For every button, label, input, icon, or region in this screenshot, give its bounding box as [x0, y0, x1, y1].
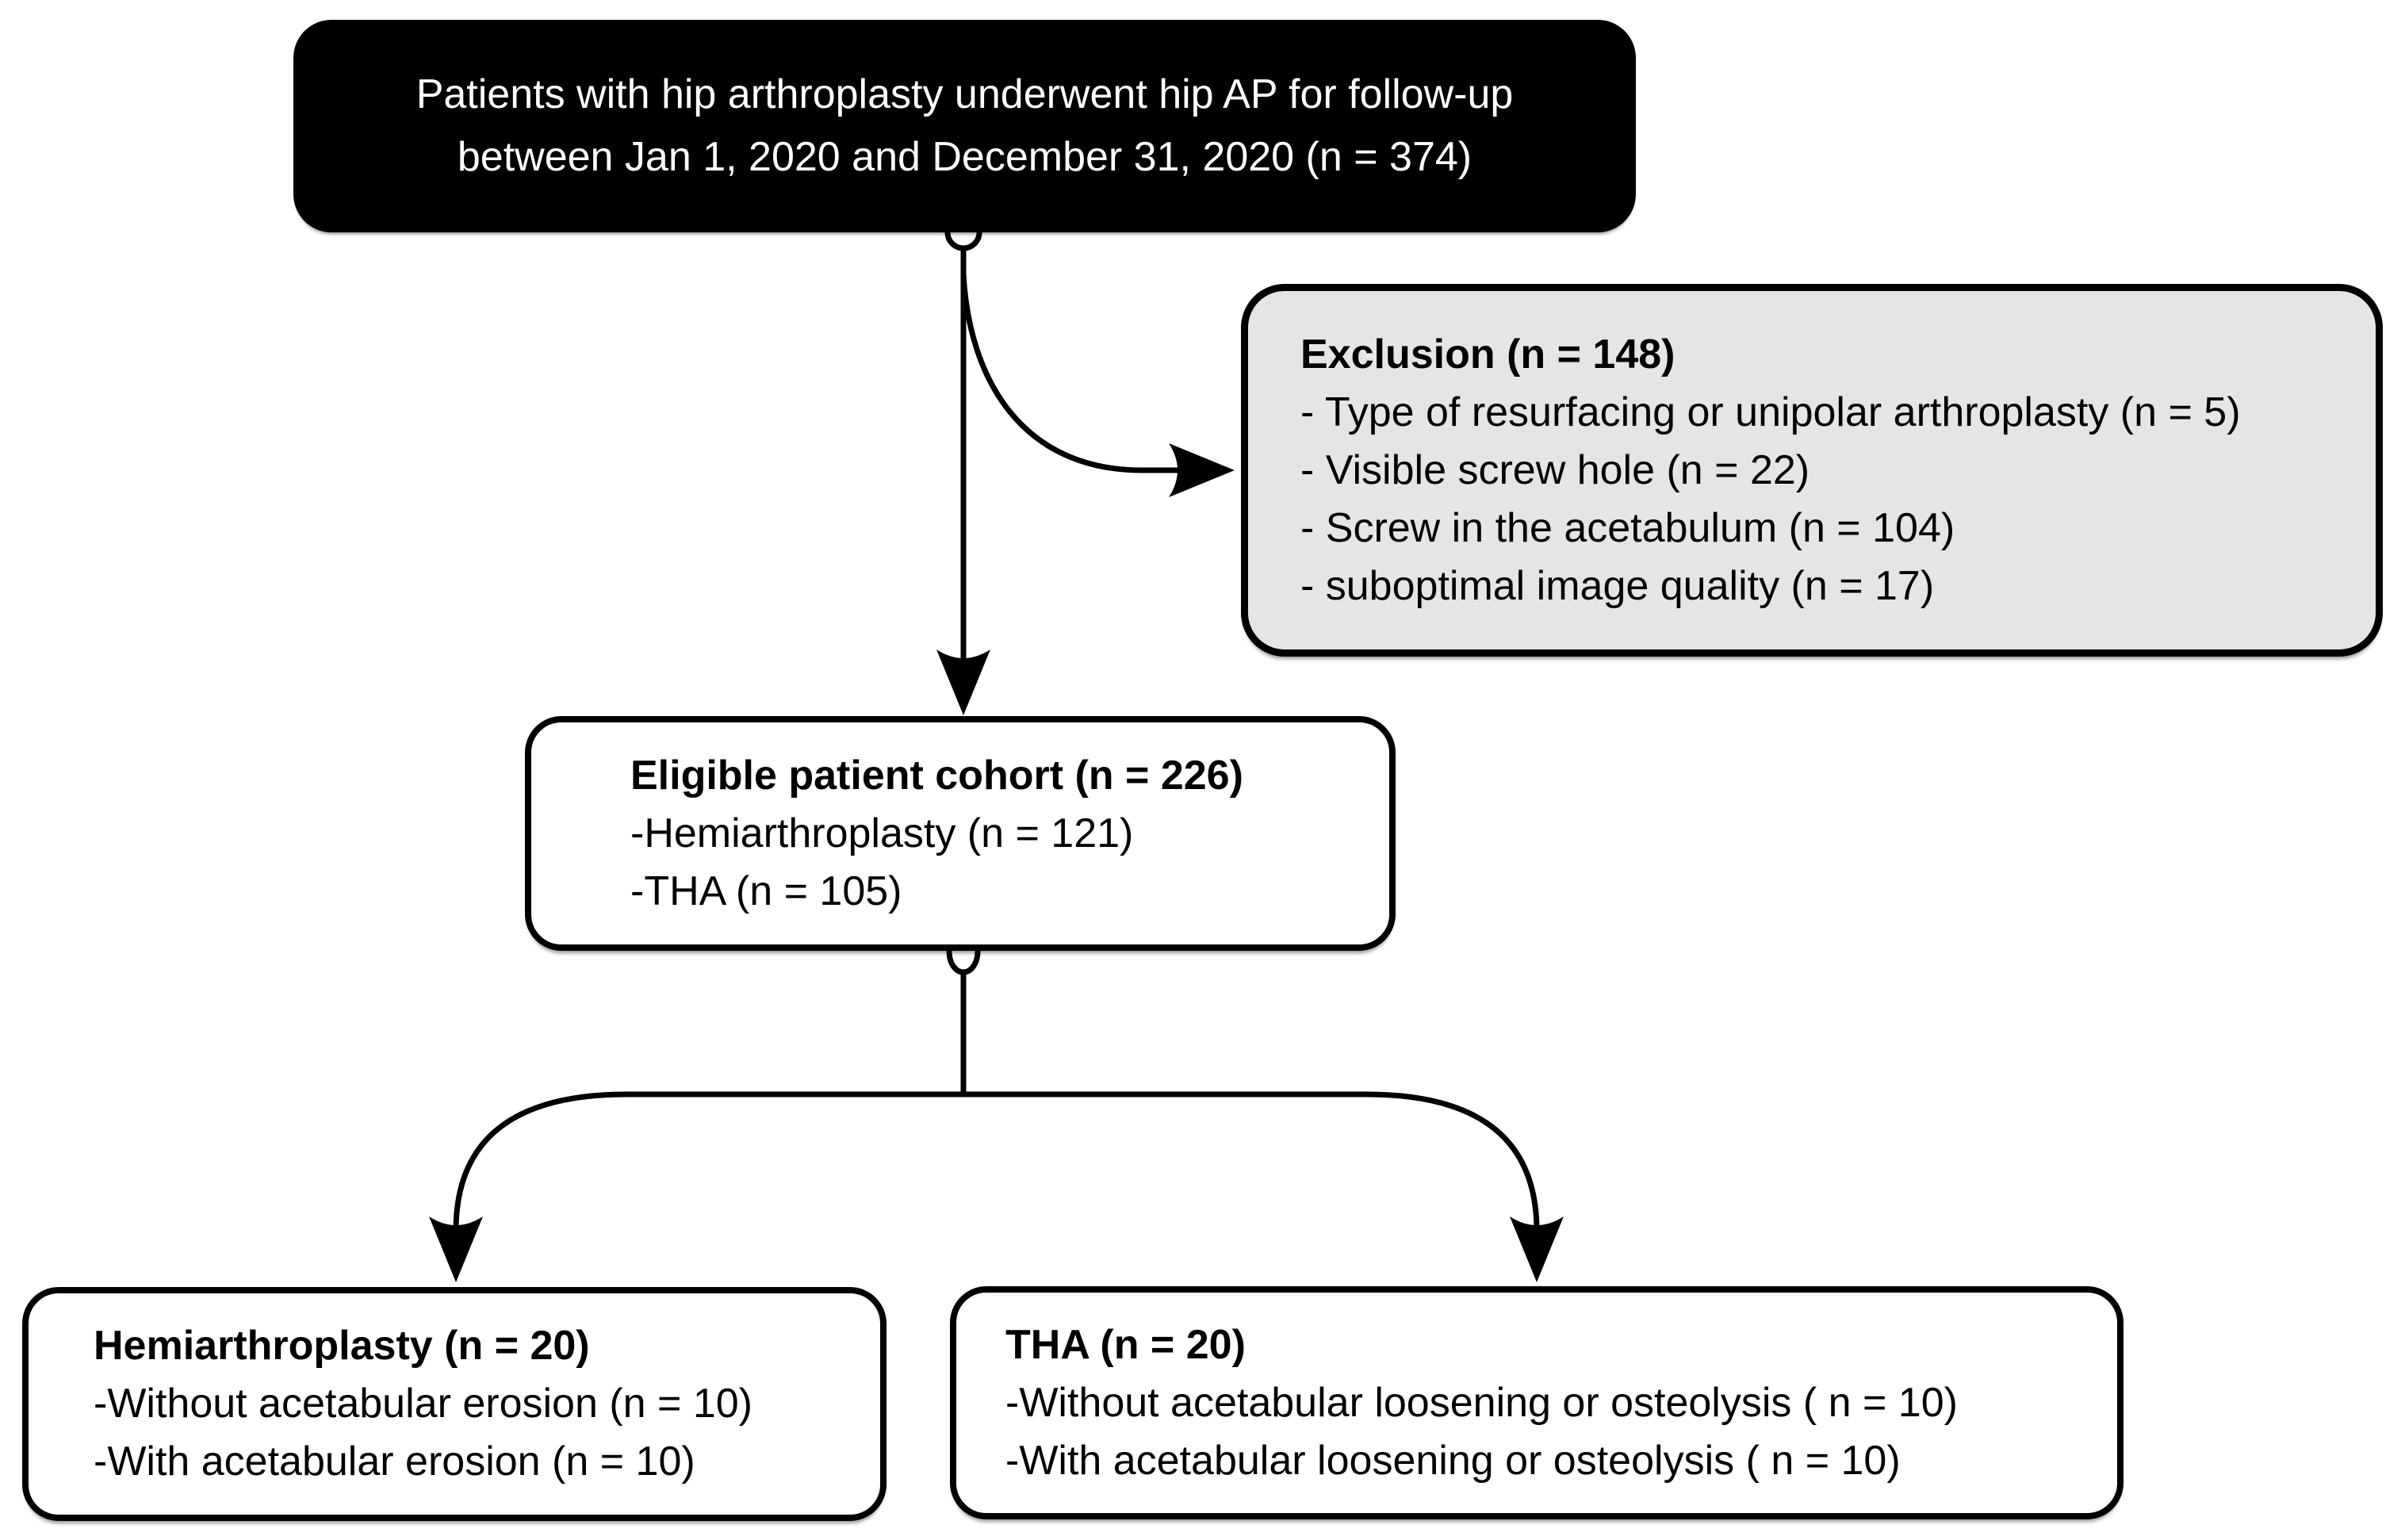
- recruitment-box: Patients with hip arthroplasty underwent…: [293, 20, 1636, 232]
- recruitment-text-line-2: between Jan 1, 2020 and December 31, 202…: [457, 134, 1472, 180]
- tha-group-box: THA (n = 20) -Without acetabular looseni…: [950, 1286, 2124, 1519]
- arrowhead-eligible: [936, 649, 990, 715]
- tha-title: THA (n = 20): [1005, 1321, 1246, 1368]
- branch-curve-hemiarthroplasty: [453, 1091, 963, 1232]
- eligible-item: -Hemiarthroplasty (n = 121): [630, 810, 1134, 856]
- eligible-title: Eligible patient cohort (n = 226): [630, 752, 1243, 799]
- exclusion-item: - suboptimal image quality (n = 17): [1300, 562, 1935, 609]
- exclusion-item: - Screw in the acetabulum (n = 104): [1300, 504, 1955, 551]
- exclusion-box: Exclusion (n = 148) - Type of resurfacin…: [1241, 284, 2383, 657]
- recruitment-text-line-1: Patients with hip arthroplasty underwent…: [416, 71, 1514, 117]
- tha-item: -Without acetabular loosening or osteoly…: [1005, 1379, 1958, 1426]
- hemiarthroplasty-item: -With acetabular erosion (n = 10): [94, 1438, 695, 1484]
- hemiarthroplasty-item: -Without acetabular erosion (n = 10): [94, 1381, 753, 1427]
- arrowhead-hemiarthroplasty: [429, 1216, 483, 1282]
- arrowhead-exclusion: [1169, 443, 1235, 497]
- branch-curve-exclusion: [960, 273, 1189, 473]
- hemiarthroplasty-title: Hemiarthroplasty (n = 20): [94, 1323, 590, 1369]
- exclusion-item: - Visible screw hole (n = 22): [1300, 446, 1810, 493]
- exclusion-item: - Type of resurfacing or unipolar arthro…: [1300, 389, 2241, 435]
- tha-item: -With acetabular loosening or osteolysis…: [1005, 1437, 1901, 1484]
- branch-curve-tha: [963, 1091, 1540, 1232]
- exclusion-title: Exclusion (n = 148): [1300, 331, 1675, 377]
- hemiarthroplasty-group-box: Hemiarthroplasty (n = 20) -Without aceta…: [22, 1287, 887, 1521]
- eligible-cohort-box: Eligible patient cohort (n = 226) -Hemia…: [525, 716, 1396, 951]
- eligible-item: -THA (n = 105): [630, 868, 902, 914]
- arrowhead-tha: [1510, 1216, 1564, 1282]
